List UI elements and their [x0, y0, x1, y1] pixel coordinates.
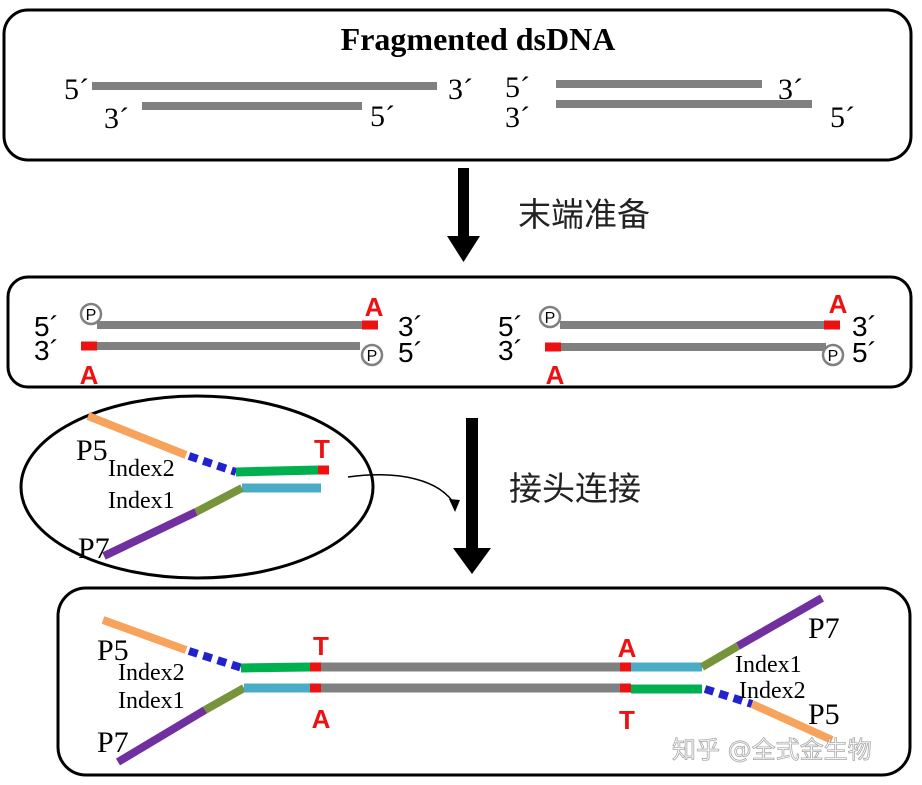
end-prep-panel [6, 275, 913, 389]
phosphate-icon: P [538, 305, 562, 329]
index2-label: Index2 [739, 678, 806, 704]
watermark: 知乎 @全式金生物 [672, 736, 872, 764]
index2-link [703, 685, 754, 708]
adapter-ellipse [19, 394, 375, 580]
index2-link [187, 452, 238, 476]
a-base-label: A [80, 360, 99, 390]
a-base-label: A [365, 292, 384, 322]
five-prime-label: 5´ [505, 71, 530, 104]
three-prime-label: 3´ [505, 101, 530, 134]
p5-arm [101, 616, 188, 654]
five-prime-label: 5´ [830, 101, 855, 134]
step-label-end-prep: 末端准备 [518, 195, 650, 234]
a-base-label: A [546, 360, 565, 390]
three-prime-label: 3´ [498, 335, 523, 366]
a-base-label: A [829, 289, 848, 319]
p5-arm [86, 412, 188, 459]
index1-segment [203, 684, 246, 714]
three-prime-label: 3´ [104, 102, 129, 135]
step-arrow-ligation [453, 418, 491, 574]
y-adapter [86, 412, 329, 560]
p7-label: P7 [808, 612, 840, 645]
fragment-left: 5´ 3´ 3´ 5´ [64, 73, 473, 135]
adapter-strand-top [235, 465, 319, 477]
five-prime-label: 5´ [370, 100, 395, 133]
three-prime-label: 3´ [398, 311, 423, 342]
index1-segment [699, 642, 741, 671]
adapter-strand-top [240, 662, 311, 673]
t-base-label: T [619, 705, 635, 735]
three-prime-label: 3´ [448, 73, 473, 106]
prepped-fragment-right: P P A A 5´ 3´ 3´ 5´ [498, 289, 877, 390]
prepped-fragment-left: P P A A 5´ 3´ 3´ 5´ [34, 292, 423, 390]
t-base-label: T [314, 434, 330, 464]
three-prime-label: 3´ [34, 335, 59, 366]
curved-pointer-arrow [347, 474, 456, 506]
five-prime-label: 5´ [34, 311, 59, 342]
ligated-library-panel [56, 586, 912, 777]
index1-segment [194, 484, 244, 516]
index2-label: Index2 [108, 456, 175, 482]
svg-text:P: P [86, 307, 97, 324]
panel-title: Fragmented dsDNA [341, 21, 616, 57]
pointer-arrowhead [449, 499, 460, 512]
p5-arm [750, 700, 834, 744]
a-base-label: A [312, 704, 331, 734]
five-prime-label: 5´ [64, 73, 89, 106]
a-base-label: A [618, 633, 637, 663]
p7-arm [102, 508, 198, 560]
step-label-ligation: 接头连接 [509, 469, 641, 508]
three-prime-label: 3´ [852, 311, 877, 342]
p5-label: P5 [76, 434, 108, 467]
p7-label: P7 [97, 726, 129, 759]
svg-text:P: P [828, 348, 839, 365]
p7-arm [736, 594, 824, 650]
t-base-label: T [313, 631, 329, 661]
index1-label: Index1 [108, 488, 175, 514]
index1-label: Index1 [118, 688, 185, 714]
index1-label: Index1 [735, 652, 802, 678]
five-prime-label: 5´ [498, 311, 523, 342]
index2-label: Index2 [118, 660, 185, 686]
step-arrow-end-prep [447, 168, 480, 262]
fragment-right: 5´ 3´ 3´ 5´ [505, 71, 855, 134]
p5-label: P5 [97, 634, 129, 667]
p7-label: P7 [78, 532, 110, 565]
svg-text:P: P [545, 310, 556, 327]
five-prime-label: 5´ [852, 337, 877, 368]
five-prime-label: 5´ [398, 337, 423, 368]
svg-text:P: P [367, 348, 378, 365]
ligated-construct [101, 594, 834, 766]
p7-arm [115, 706, 208, 766]
phosphate-icon: P [79, 302, 103, 326]
fragmented-dna-panel [2, 8, 913, 162]
p5-label: P5 [808, 698, 840, 731]
three-prime-label: 3´ [778, 73, 803, 106]
phosphate-icon: P [360, 343, 384, 367]
index2-link [187, 647, 244, 672]
phosphate-icon: P [821, 343, 845, 367]
